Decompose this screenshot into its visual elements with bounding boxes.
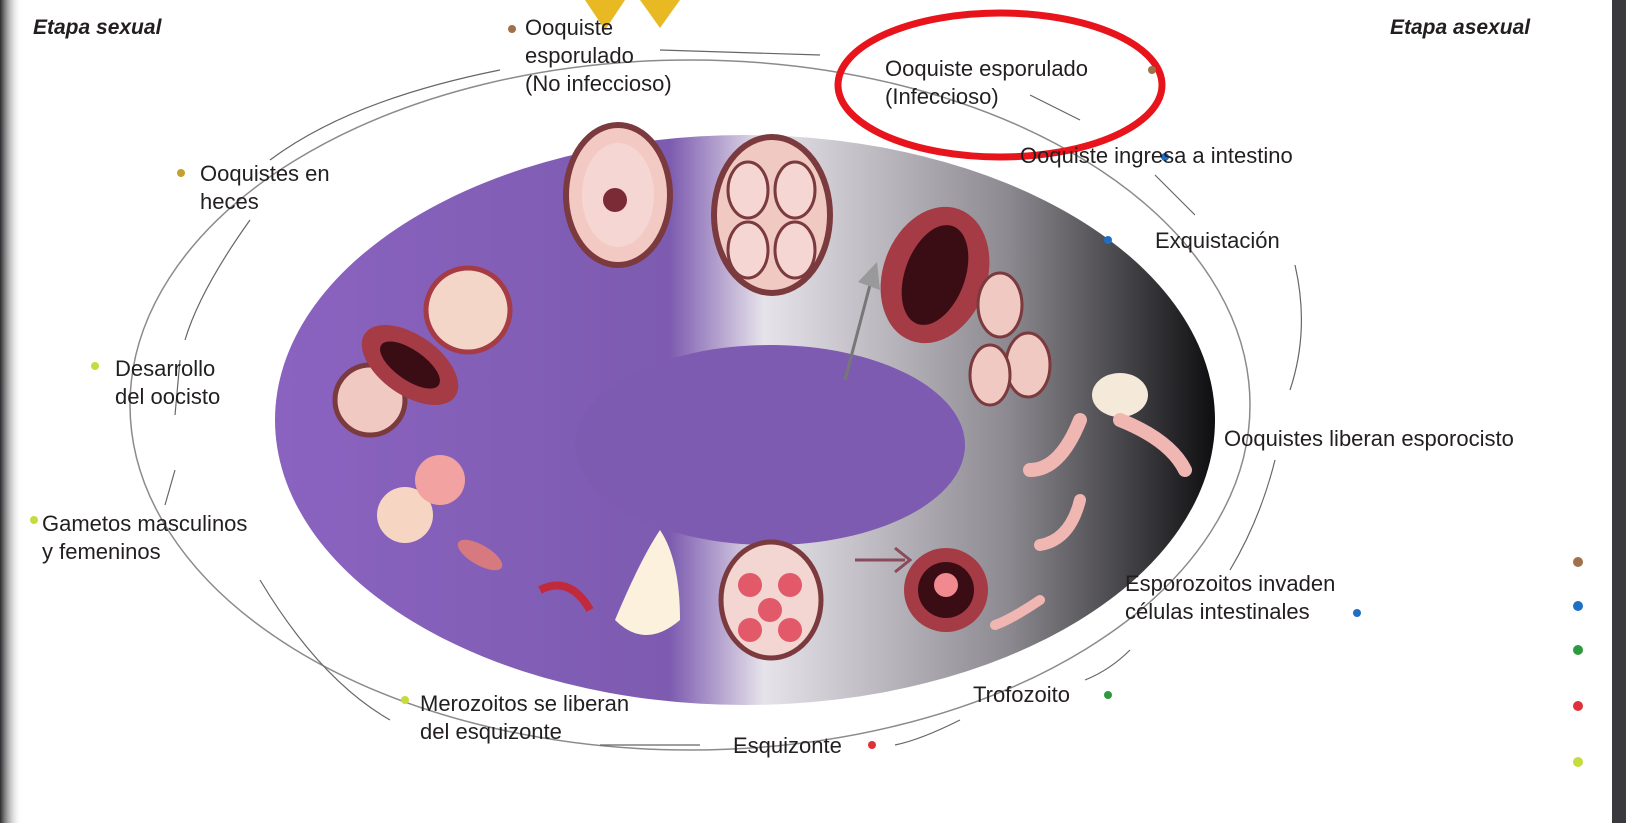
label-merozoitos: Merozoitos se liberan del esquizonte — [420, 690, 629, 746]
label-liberan-esporocistos: Ooquistes liberan esporocisto — [1224, 425, 1514, 453]
label-ooquiste-intestino: Ooquiste ingresa a intestino — [1020, 142, 1293, 170]
label-trofozoito: Trofozoito — [973, 681, 1070, 709]
legend-blue — [1573, 601, 1583, 611]
label-heces: Ooquistes en heces — [200, 160, 330, 216]
label-gametos: Gametos masculinos y femeninos — [42, 510, 247, 566]
legend-green — [1573, 645, 1583, 655]
photo-edge-right — [1612, 0, 1626, 823]
legend-yellow — [1573, 757, 1583, 767]
label-esquizonte: Esquizonte — [733, 732, 842, 760]
label-desarrollo: Desarrollo del oocisto — [115, 355, 220, 411]
legend-brown — [1573, 557, 1583, 567]
label-ooquiste-no-infeccioso: Ooquiste esporulado (No infeccioso) — [525, 14, 672, 98]
label-esporozoitos: Esporozoitos invaden células intestinale… — [1125, 570, 1335, 626]
inner-ellipse — [575, 345, 965, 545]
label-exquistacion: Exquistación — [1155, 227, 1280, 255]
label-ooquiste-infeccioso: Ooquiste esporulado (Infeccioso) — [885, 55, 1088, 111]
legend-red — [1573, 701, 1583, 711]
header-etapa-sexual: Etapa sexual — [33, 16, 161, 40]
dot-brown — [508, 25, 516, 33]
header-etapa-asexual: Etapa asexual — [1390, 16, 1530, 40]
photo-edge-left — [0, 0, 22, 823]
